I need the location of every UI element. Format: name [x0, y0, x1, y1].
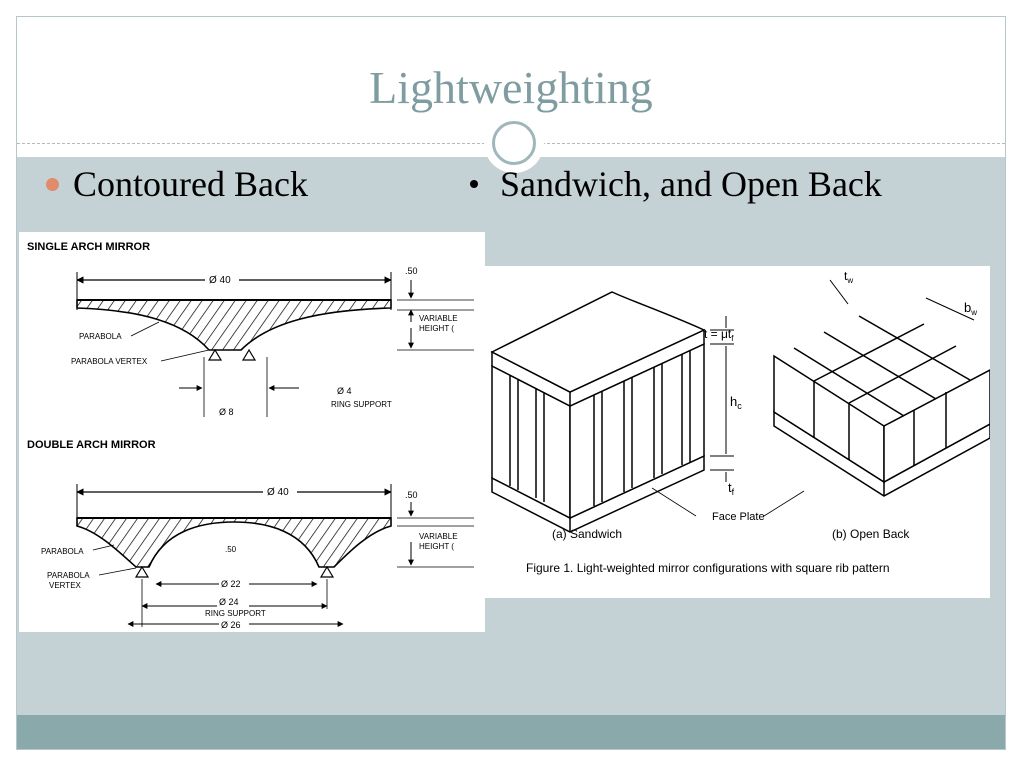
double-arch-heading: DOUBLE ARCH MIRROR [27, 439, 156, 451]
sandwich-label: (a) Sandwich [552, 527, 622, 541]
double-thickness-label: .50 [405, 490, 418, 500]
support-triangle-icon [319, 565, 335, 578]
single-thickness-label: .50 [405, 266, 418, 276]
double-dia-22-label: Ø 22 [221, 579, 241, 589]
single-vertex-label: PARABOLA VERTEX [71, 357, 148, 366]
double-height-label: HEIGHT ( [419, 542, 454, 551]
double-arch-mirror-shape [76, 517, 392, 568]
open-back-label: (b) Open Back [832, 527, 910, 541]
sandwich-block [490, 291, 706, 533]
face-plate-label: Face Plate [712, 511, 765, 523]
tw-label: tw [844, 269, 853, 285]
single-ring-support-label: RING SUPPORT [331, 400, 392, 409]
single-parabola-label: PARABOLA [79, 332, 122, 341]
double-dia-24-label: Ø 24 [219, 597, 239, 607]
support-triangle-icon [134, 565, 150, 578]
double-parabola-label: PARABOLA [41, 547, 84, 556]
slide-title: Lightweighting [369, 62, 653, 113]
bullet-sandwich-open-back: Sandwich, and Open Back [470, 166, 882, 202]
figure-caption: Figure 1. Light-weighted mirror configur… [526, 561, 890, 575]
bullet-text: Sandwich, and Open Back [500, 164, 882, 204]
double-dia-40-label: Ø 40 [267, 487, 289, 498]
double-vertex-label-2: VERTEX [49, 581, 82, 590]
tf-label: tf [728, 480, 735, 497]
single-variable-label: VARIABLE [419, 314, 458, 323]
double-ring-support-label: RING SUPPORT [205, 609, 266, 618]
bullet-dot-icon [46, 178, 59, 192]
support-triangle-icon [207, 348, 223, 361]
single-dia-8-label: Ø 8 [219, 407, 234, 417]
single-dia-40-label: Ø 40 [209, 275, 231, 286]
double-vertex-label-1: PARABOLA [47, 571, 90, 580]
double-variable-label: VARIABLE [419, 532, 458, 541]
double-dia-26-label: Ø 26 [221, 620, 241, 630]
t-equation-label: t = μtf [704, 327, 734, 343]
arch-mirror-figure: SINGLE ARCH MIRROR Ø 40 .50 VARIABLE HEI… [19, 232, 485, 632]
open-back-block [773, 306, 991, 497]
divider-ring-icon [492, 121, 536, 165]
single-height-label: HEIGHT ( [419, 324, 454, 333]
slide-footer-bar [17, 715, 1005, 749]
sandwich-openback-figure: t = μtf hc tf tw bw Face Plate [474, 266, 991, 598]
rib-pattern-diagram: t = μtf hc tf tw bw Face Plate [490, 269, 991, 575]
bullet-text: Contoured Back [73, 164, 308, 204]
bullet-dot-icon [470, 179, 478, 188]
support-triangle-icon [241, 348, 257, 361]
divider-badge [484, 113, 544, 173]
single-ring-dia-label: Ø 4 [337, 386, 352, 396]
bullet-contoured-back: Contoured Back [46, 166, 308, 202]
single-arch-mirror-shape [76, 299, 392, 351]
single-arch-heading: SINGLE ARCH MIRROR [27, 241, 150, 253]
bw-label: bw [964, 300, 977, 317]
arch-mirror-diagram: SINGLE ARCH MIRROR Ø 40 .50 VARIABLE HEI… [27, 241, 485, 630]
double-center-thickness-label: .50 [225, 545, 237, 554]
hc-label: hc [730, 394, 742, 411]
